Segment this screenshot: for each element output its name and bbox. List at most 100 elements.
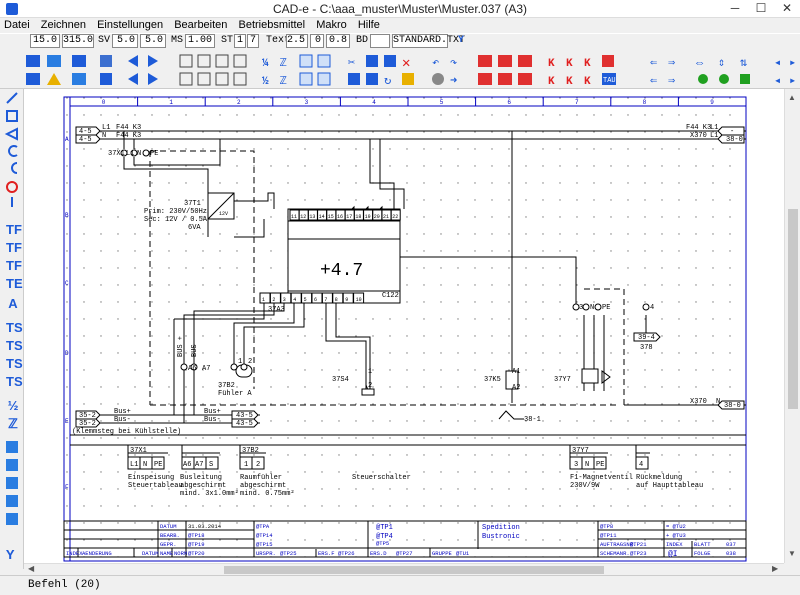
switch-37S4[interactable] — [361, 388, 375, 396]
horizontal-scroll-thumb[interactable] — [224, 566, 604, 574]
tf-tool-3[interactable]: TF — [6, 258, 22, 273]
scroll-up-icon[interactable]: ▲ — [788, 93, 796, 102]
tool-icon-c[interactable] — [299, 54, 313, 68]
block3-tool-icon[interactable] — [6, 477, 18, 489]
new-icon[interactable] — [26, 55, 40, 67]
pointer4-icon[interactable]: ▸ — [789, 74, 796, 88]
mirror-icon[interactable] — [402, 73, 414, 85]
swap-icon[interactable]: ⇅ — [740, 56, 748, 70]
last-page-icon[interactable] — [148, 73, 158, 85]
contact2-icon[interactable] — [498, 55, 512, 67]
move-icon[interactable] — [348, 73, 360, 85]
y-icon[interactable]: Y — [458, 35, 465, 46]
grid4-icon[interactable] — [233, 54, 247, 68]
kx-icon-1[interactable]: K — [548, 76, 555, 88]
prev-page-icon[interactable] — [128, 55, 138, 67]
export-icon[interactable] — [72, 73, 86, 85]
k-icon-3[interactable]: K — [584, 58, 591, 70]
half-tool[interactable]: ½ — [7, 398, 19, 413]
wire2-icon[interactable] — [498, 73, 512, 85]
rect-tool-icon[interactable] — [6, 110, 18, 122]
save-icon[interactable] — [72, 55, 86, 67]
arc2-tool-icon[interactable] — [11, 162, 18, 174]
triangle-tool-icon[interactable] — [4, 127, 18, 141]
block2-tool-icon[interactable] — [6, 459, 18, 471]
delete-icon[interactable]: ✕ — [402, 56, 410, 72]
first-page-icon[interactable] — [128, 73, 138, 85]
tool-icon-h[interactable] — [317, 72, 331, 86]
rotate-icon[interactable] — [366, 73, 378, 85]
scroll-down-icon[interactable]: ▼ — [788, 549, 796, 558]
te-tool[interactable]: TE — [6, 276, 23, 291]
contact3-icon[interactable] — [518, 55, 532, 67]
k-icon-4[interactable] — [602, 55, 614, 67]
vertical-scrollbar[interactable]: ▲ ▼ — [784, 89, 800, 563]
block-tool-icon[interactable] — [6, 441, 18, 453]
tool-icon-d[interactable] — [317, 54, 331, 68]
menu-einstellungen[interactable]: Einstellungen — [97, 19, 164, 31]
menu-datei[interactable]: Datei — [4, 19, 30, 31]
kx-icon-2[interactable]: K — [566, 76, 573, 88]
relay-37K5[interactable] — [505, 370, 519, 390]
arrow-left2-icon[interactable]: ⇐ — [650, 74, 657, 88]
arrows-icon[interactable]: ⇔ — [696, 56, 704, 70]
wire-icon[interactable] — [478, 73, 492, 85]
pointer-icon[interactable]: ◂ — [774, 56, 781, 70]
tf-tool-2[interactable]: TF — [6, 240, 22, 255]
contact-icon[interactable] — [478, 55, 492, 67]
module-37A3[interactable] — [287, 208, 401, 304]
ms-field[interactable]: 1.00 — [185, 34, 215, 48]
cut-icon[interactable]: ✂ — [348, 56, 355, 70]
tool-icon-e[interactable]: ½ — [262, 76, 269, 88]
kx-icon-3[interactable]: K — [584, 76, 591, 88]
paste-icon[interactable] — [384, 55, 396, 67]
upload-icon[interactable] — [47, 73, 61, 85]
circle-tool-icon[interactable] — [6, 181, 18, 193]
text-field-3[interactable]: 0.8 — [326, 34, 350, 48]
zoom-icon[interactable] — [179, 72, 193, 86]
arc-tool-icon[interactable] — [8, 145, 18, 157]
menu-zeichnen[interactable]: Zeichnen — [40, 19, 87, 31]
pointer3-icon[interactable]: ◂ — [774, 74, 781, 88]
circle-icon[interactable] — [432, 73, 444, 85]
calc-icon[interactable] — [100, 73, 112, 85]
k-icon-2[interactable]: K — [566, 58, 573, 70]
image-icon[interactable] — [26, 73, 40, 85]
ts-tool-4[interactable]: TS — [6, 374, 23, 389]
sv-field-2[interactable]: 5.0 — [140, 34, 166, 48]
ts-tool-2[interactable]: TS — [6, 338, 23, 353]
pointer2-icon[interactable]: ▸ — [789, 56, 796, 70]
green-dot2-icon[interactable] — [719, 74, 729, 84]
forward-icon[interactable]: ➜ — [450, 74, 457, 88]
block5-tool-icon[interactable] — [6, 513, 18, 525]
scroll-right-icon[interactable]: ▶ — [772, 564, 779, 573]
tau-icon[interactable] — [602, 73, 616, 85]
horizontal-scrollbar[interactable]: ◀ ▶ — [24, 563, 784, 575]
valve-37Y7[interactable] — [581, 368, 599, 384]
tool-icon-b[interactable]: ℤ — [280, 58, 287, 70]
st-field-1[interactable]: 1 — [234, 34, 246, 48]
next-page-icon[interactable] — [148, 55, 158, 67]
arrow-left-icon[interactable]: ⇐ — [650, 56, 657, 70]
green-square-icon[interactable] — [740, 74, 750, 84]
sv-field-1[interactable]: 5.0 — [112, 34, 138, 48]
param-field-1[interactable]: 15.0 — [30, 34, 60, 48]
open-icon[interactable] — [47, 55, 61, 67]
redo-icon[interactable]: ↷ — [450, 56, 457, 70]
tool-icon-f[interactable]: ℤ — [280, 76, 287, 88]
command-line[interactable]: Befehl (20) — [28, 579, 101, 591]
refresh-icon[interactable]: ↻ — [384, 74, 391, 88]
bd-field[interactable] — [370, 34, 390, 48]
param-field-2[interactable]: 315.0 — [62, 34, 94, 48]
zoom2-icon[interactable] — [197, 72, 211, 86]
arrow-right2-icon[interactable]: ⇒ — [668, 74, 675, 88]
ts-tool-1[interactable]: TS — [6, 320, 23, 335]
ts-tool-3[interactable]: TS — [6, 356, 23, 371]
copy-icon[interactable] — [366, 55, 378, 67]
zoom4-icon[interactable] — [233, 72, 247, 86]
arrow-right-icon[interactable]: ⇒ — [668, 56, 675, 70]
scroll-left-icon[interactable]: ◀ — [28, 564, 35, 573]
menu-hilfe[interactable]: Hilfe — [357, 19, 380, 31]
